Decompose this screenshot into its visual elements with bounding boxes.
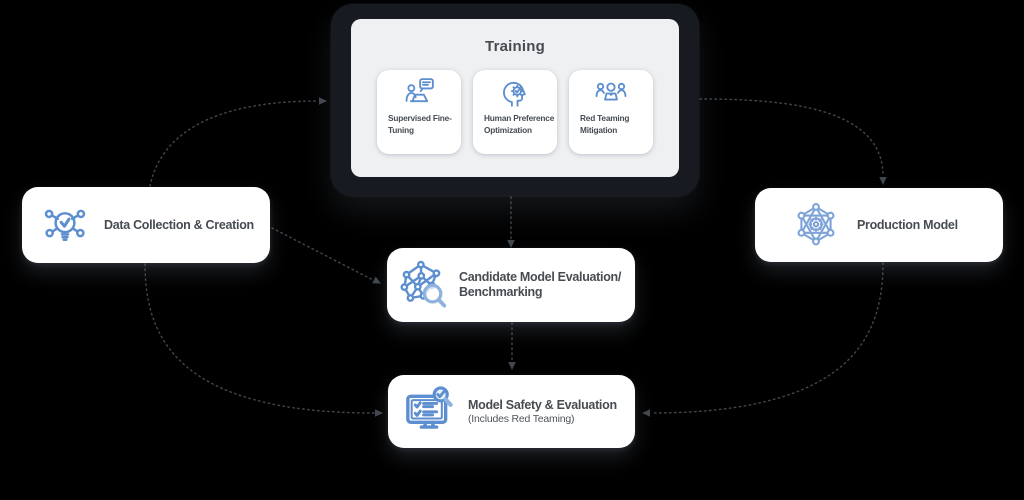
node-data-collection: Data Collection & Creation bbox=[22, 187, 270, 263]
hexagon-network-gear-icon bbox=[793, 202, 839, 248]
label-line-2: Benchmarking bbox=[459, 285, 543, 299]
arrowhead bbox=[375, 409, 383, 417]
card-human-preference-optimization: Human Preference Optimization bbox=[473, 70, 557, 154]
training-frame: Training Supervised bbox=[331, 4, 699, 196]
arrowhead bbox=[508, 362, 516, 370]
safety-title: Model Safety & Evaluation bbox=[468, 398, 617, 412]
node-label: Data Collection & Creation bbox=[104, 218, 254, 232]
node-production-model: Production Model bbox=[755, 188, 1003, 262]
label-line-1: Candidate Model Evaluation/ bbox=[459, 270, 622, 284]
connector-dc-to-training bbox=[149, 100, 319, 187]
node-label: Model Safety & Evaluation (Includes Red … bbox=[468, 398, 617, 425]
training-group: Training Supervised bbox=[351, 19, 679, 177]
arrowhead bbox=[319, 97, 327, 105]
safety-subtitle: (Includes Red Teaming) bbox=[468, 413, 575, 425]
card-red-teaming-mitigation: Red Teaming Mitigation bbox=[569, 70, 653, 154]
connector-training-to-production bbox=[699, 98, 884, 177]
card-label: Supervised Fine-Tuning bbox=[388, 113, 452, 135]
person-laptop-chat-icon bbox=[377, 76, 461, 110]
network-magnifier-icon bbox=[397, 259, 449, 311]
arrowhead bbox=[879, 177, 887, 185]
connector-dc-to-safety bbox=[144, 263, 375, 414]
arrowhead bbox=[642, 409, 650, 417]
arrowhead bbox=[372, 276, 381, 284]
monitor-checklist-magnifier-icon bbox=[402, 385, 456, 439]
node-label: Production Model bbox=[857, 218, 958, 232]
node-label: Candidate Model Evaluation/ Benchmarking bbox=[459, 270, 621, 300]
card-label: Human Preference Optimization bbox=[484, 113, 555, 135]
head-gear-check-icon bbox=[473, 76, 557, 110]
connector-production-to-safety bbox=[650, 262, 884, 414]
training-title: Training bbox=[485, 38, 545, 55]
connector-dc-to-candidate bbox=[271, 227, 374, 281]
three-people-icon bbox=[569, 76, 653, 110]
card-supervised-fine-tuning: Supervised Fine-Tuning bbox=[377, 70, 461, 154]
node-model-safety: Model Safety & Evaluation (Includes Red … bbox=[388, 375, 635, 448]
arrowhead bbox=[507, 240, 515, 248]
card-label: Red Teaming Mitigation bbox=[580, 113, 630, 135]
node-candidate-evaluation: Candidate Model Evaluation/ Benchmarking bbox=[387, 248, 635, 322]
training-cards: Supervised Fine-Tuning Human Preference … bbox=[377, 70, 653, 154]
lightbulb-network-icon bbox=[42, 202, 88, 248]
